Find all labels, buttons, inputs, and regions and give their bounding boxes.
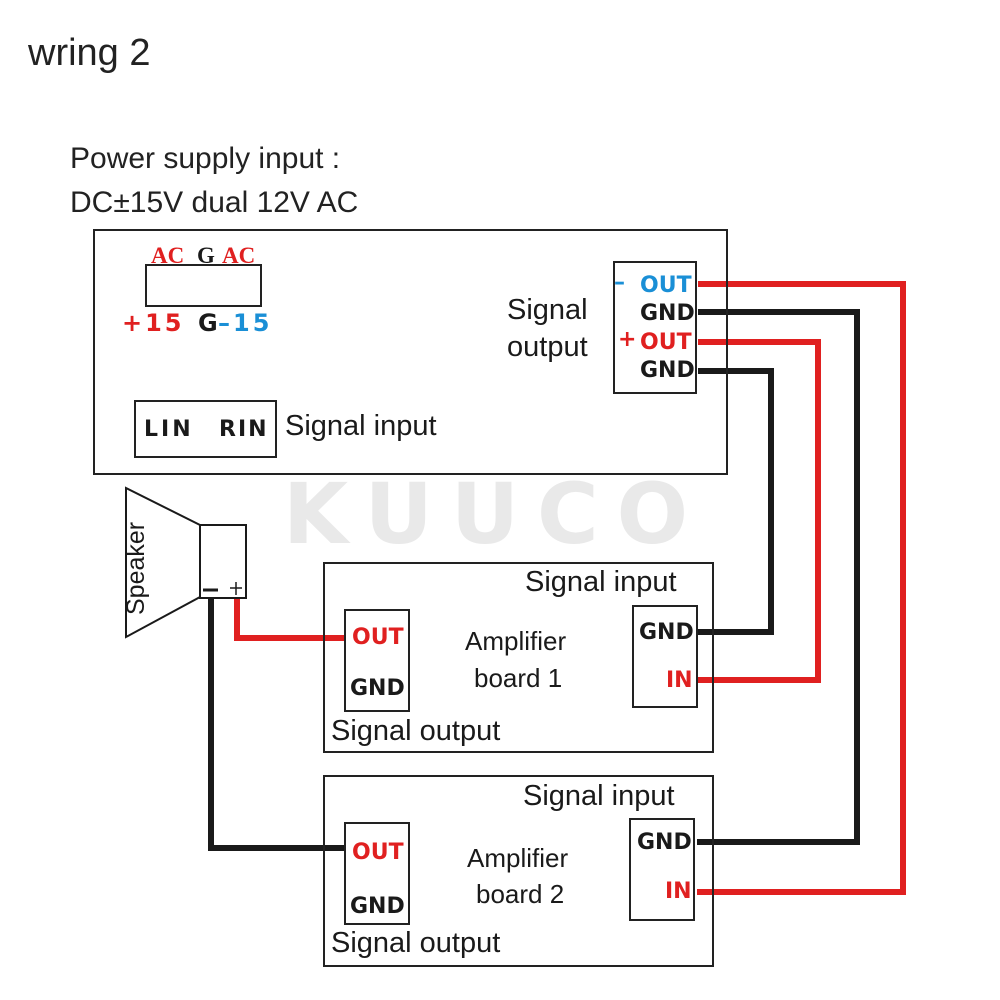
board1-output-terminal (344, 609, 410, 712)
main-board (93, 229, 728, 475)
diagram-title: wring 2 (28, 32, 151, 74)
board1-gnd-in-pin-label: GND (639, 620, 694, 645)
board2-gnd-in-pin-label: GND (637, 830, 692, 855)
board1-out-pin-label: OUT (352, 625, 404, 650)
board2-name-line1: Amplifier (467, 843, 569, 873)
board1-name-line2: board 1 (474, 663, 563, 693)
signal-output-terminal (613, 261, 697, 394)
board2-signal-output-label: Signal output (331, 927, 501, 959)
board1-in-pin-label: IN (666, 668, 693, 693)
ac-terminal-label-left: AC (151, 243, 185, 268)
g-terminal-label-bottom: G (198, 309, 218, 337)
power-terminal-block (145, 264, 262, 307)
board1-name-line1: Amplifier (465, 626, 567, 656)
wire-gnd2-to-board1-gnd (697, 368, 774, 635)
pos-out-pin-prefix: + (618, 327, 637, 352)
board1-input-terminal (632, 605, 698, 708)
plus15-terminal-label: +15 (122, 309, 185, 337)
amplifier-board-1 (323, 562, 714, 753)
board2-in-pin-label: IN (665, 879, 692, 904)
wire-pos-out-to-board1-in (697, 339, 821, 683)
board2-signal-input-label: Signal input (523, 780, 675, 812)
signal-output-label-line1: Signal (507, 294, 588, 326)
board2-name-line2: board 2 (476, 879, 565, 909)
gnd1-pin-label: GND (640, 301, 695, 326)
signal-output-label-line2: output (507, 331, 588, 363)
board2-output-terminal (344, 822, 410, 925)
amplifier-board-2 (323, 775, 714, 967)
wire-speaker-minus-to-board2-out (208, 598, 345, 851)
board1-signal-output-label: Signal output (331, 715, 501, 747)
power-supply-spec: DC±15V dual 12V AC (70, 186, 359, 219)
power-supply-label: Power supply input : (70, 142, 341, 175)
wire-gnd1-to-board2-gnd (697, 309, 860, 845)
board2-out-pin-label: OUT (352, 840, 404, 865)
board1-gnd-out-pin-label: GND (350, 676, 405, 701)
speaker-body (199, 524, 247, 599)
board2-gnd-out-pin-label: GND (350, 894, 405, 919)
gnd2-pin-label: GND (640, 358, 695, 383)
wire-neg-out-to-board2-in (697, 281, 906, 895)
wire-speaker-plus-to-board1-out (234, 598, 345, 641)
ac-terminal-label-right: AC (222, 243, 256, 268)
watermark-logo: KUUCO (283, 465, 707, 563)
neg-out-pin-label: OUT (640, 273, 692, 298)
minus15-terminal-label: –15 (218, 309, 273, 337)
neg-out-pin-prefix: – (614, 270, 625, 295)
speaker-label: Speaker (122, 521, 150, 615)
signal-input-terminal (134, 400, 277, 458)
pos-out-pin-label: OUT (640, 330, 692, 355)
rin-pin-label: RIN (219, 417, 269, 442)
board2-input-terminal (629, 818, 695, 921)
lin-pin-label: LIN (144, 417, 194, 442)
board1-signal-input-label: Signal input (525, 566, 677, 598)
g-terminal-label-top: G (197, 243, 215, 268)
signal-input-label: Signal input (285, 410, 437, 442)
